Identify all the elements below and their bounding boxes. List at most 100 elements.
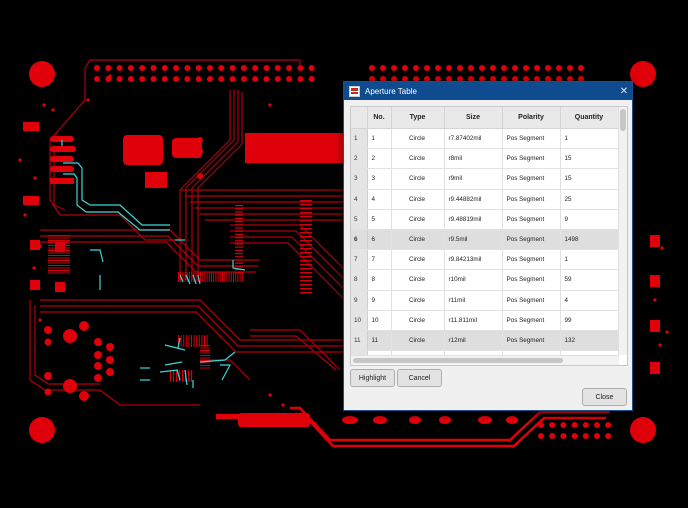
header-pin: [184, 65, 191, 71]
cell-polarity[interactable]: Pos Segment: [502, 148, 561, 170]
vertical-scroll-thumb[interactable]: [620, 109, 626, 131]
cell-type[interactable]: Circle: [391, 189, 445, 210]
column-header-polarity[interactable]: Polarity: [502, 107, 561, 129]
cell-no[interactable]: 9: [367, 290, 392, 311]
cell-type[interactable]: Circle: [391, 269, 445, 291]
cell-no[interactable]: 5: [367, 209, 392, 230]
ic-pin: [185, 335, 187, 347]
cell-quantity[interactable]: 1: [560, 128, 619, 150]
cell-size[interactable]: r9.48819mil: [444, 209, 503, 230]
cell-polarity[interactable]: Pos Segment: [502, 330, 561, 352]
column-header-quantity[interactable]: Quantity: [560, 107, 619, 129]
cell-type[interactable]: Circle: [391, 249, 445, 271]
cell-type[interactable]: Circle: [391, 168, 445, 190]
cell-no[interactable]: 10: [367, 310, 392, 331]
cell-type[interactable]: Circle: [391, 209, 445, 230]
cell-quantity[interactable]: 4: [560, 290, 619, 311]
cell-quantity[interactable]: 9: [560, 209, 619, 230]
cell-polarity[interactable]: Pos Segment: [502, 229, 561, 251]
cell-no[interactable]: 1: [367, 128, 392, 150]
row-header[interactable]: 5: [351, 209, 368, 230]
row-header[interactable]: 8: [351, 269, 368, 291]
cell-quantity[interactable]: 99: [560, 310, 619, 331]
cell-size[interactable]: r10mil: [444, 269, 503, 291]
cell-no[interactable]: 11: [367, 330, 392, 352]
cell-no[interactable]: 7: [367, 249, 392, 271]
cell-size[interactable]: r9mil: [444, 168, 503, 190]
header-pin: [571, 422, 578, 428]
cell-polarity[interactable]: Pos Segment: [502, 189, 561, 210]
cell-type[interactable]: Circle: [391, 330, 445, 352]
row-header[interactable]: 11: [351, 330, 368, 352]
cell-polarity[interactable]: Pos Segment: [502, 290, 561, 311]
cell-size[interactable]: r8mil: [444, 148, 503, 170]
title-bar[interactable]: Aperture Table ✕: [344, 82, 632, 100]
column-header-size[interactable]: Size: [444, 107, 503, 129]
cell-no[interactable]: 2: [367, 148, 392, 170]
cell-polarity[interactable]: Pos Segment: [502, 209, 561, 230]
column-header-no[interactable]: No.: [367, 107, 392, 129]
cell-type[interactable]: Circle: [391, 148, 445, 170]
cell-polarity[interactable]: Pos Segment: [502, 310, 561, 331]
cell-quantity[interactable]: 1498: [560, 229, 619, 251]
header-pin: [380, 65, 386, 71]
cell-size[interactable]: r9.5mil: [444, 229, 503, 251]
vertical-scrollbar[interactable]: [618, 107, 627, 355]
cell-polarity[interactable]: Pos Segment: [502, 128, 561, 150]
cell-quantity[interactable]: 132: [560, 330, 619, 352]
cell-quantity[interactable]: 15: [560, 168, 619, 190]
cell-size[interactable]: r11.811mil: [444, 310, 503, 331]
cell-polarity[interactable]: Pos Segment: [502, 269, 561, 291]
cell-quantity[interactable]: 25: [560, 189, 619, 210]
ic-pin: [48, 257, 70, 259]
cell-no[interactable]: 8: [367, 269, 392, 291]
cancel-button[interactable]: Cancel: [397, 369, 442, 387]
close-icon[interactable]: ✕: [619, 85, 629, 97]
cell-quantity[interactable]: 59: [560, 269, 619, 291]
cell-size[interactable]: r9.84213mil: [444, 249, 503, 271]
row-header[interactable]: 6: [351, 229, 368, 251]
cell-quantity[interactable]: 15: [560, 148, 619, 170]
horizontal-scrollbar[interactable]: [351, 355, 619, 365]
cell-size[interactable]: r12mil: [444, 330, 503, 352]
row-header[interactable]: 4: [351, 189, 368, 210]
horizontal-scroll-thumb[interactable]: [353, 358, 563, 363]
highlight-button[interactable]: Highlight: [350, 369, 395, 387]
cell-type[interactable]: Circle: [391, 128, 445, 150]
cell-no[interactable]: 4: [367, 189, 392, 210]
row-header[interactable]: 9: [351, 290, 368, 311]
cell-no[interactable]: 6: [367, 229, 392, 251]
cell-polarity[interactable]: Pos Segment: [502, 249, 561, 271]
cell-size[interactable]: r11mil: [444, 290, 503, 311]
cell-polarity[interactable]: Pos Segment: [502, 168, 561, 190]
ic-pin: [235, 208, 243, 210]
row-header[interactable]: 3: [351, 168, 368, 190]
row-header[interactable]: 1: [351, 128, 368, 150]
close-button[interactable]: Close: [582, 388, 627, 406]
ic-pin: [237, 272, 239, 282]
cell-size[interactable]: r9.44882mil: [444, 189, 503, 210]
ic-pin: [48, 235, 70, 236]
cell-type[interactable]: Circle: [391, 290, 445, 311]
cell-size[interactable]: r7.87402mil: [444, 128, 503, 150]
cell-type[interactable]: Circle: [391, 310, 445, 331]
cell-type[interactable]: Circle: [391, 229, 445, 251]
cell-quantity[interactable]: 1: [560, 249, 619, 271]
row-header[interactable]: 2: [351, 148, 368, 170]
row-header[interactable]: 10: [351, 310, 368, 331]
column-header-type[interactable]: Type: [391, 107, 445, 129]
cell-no[interactable]: 3: [367, 168, 392, 190]
row-header[interactable]: 7: [351, 249, 368, 271]
